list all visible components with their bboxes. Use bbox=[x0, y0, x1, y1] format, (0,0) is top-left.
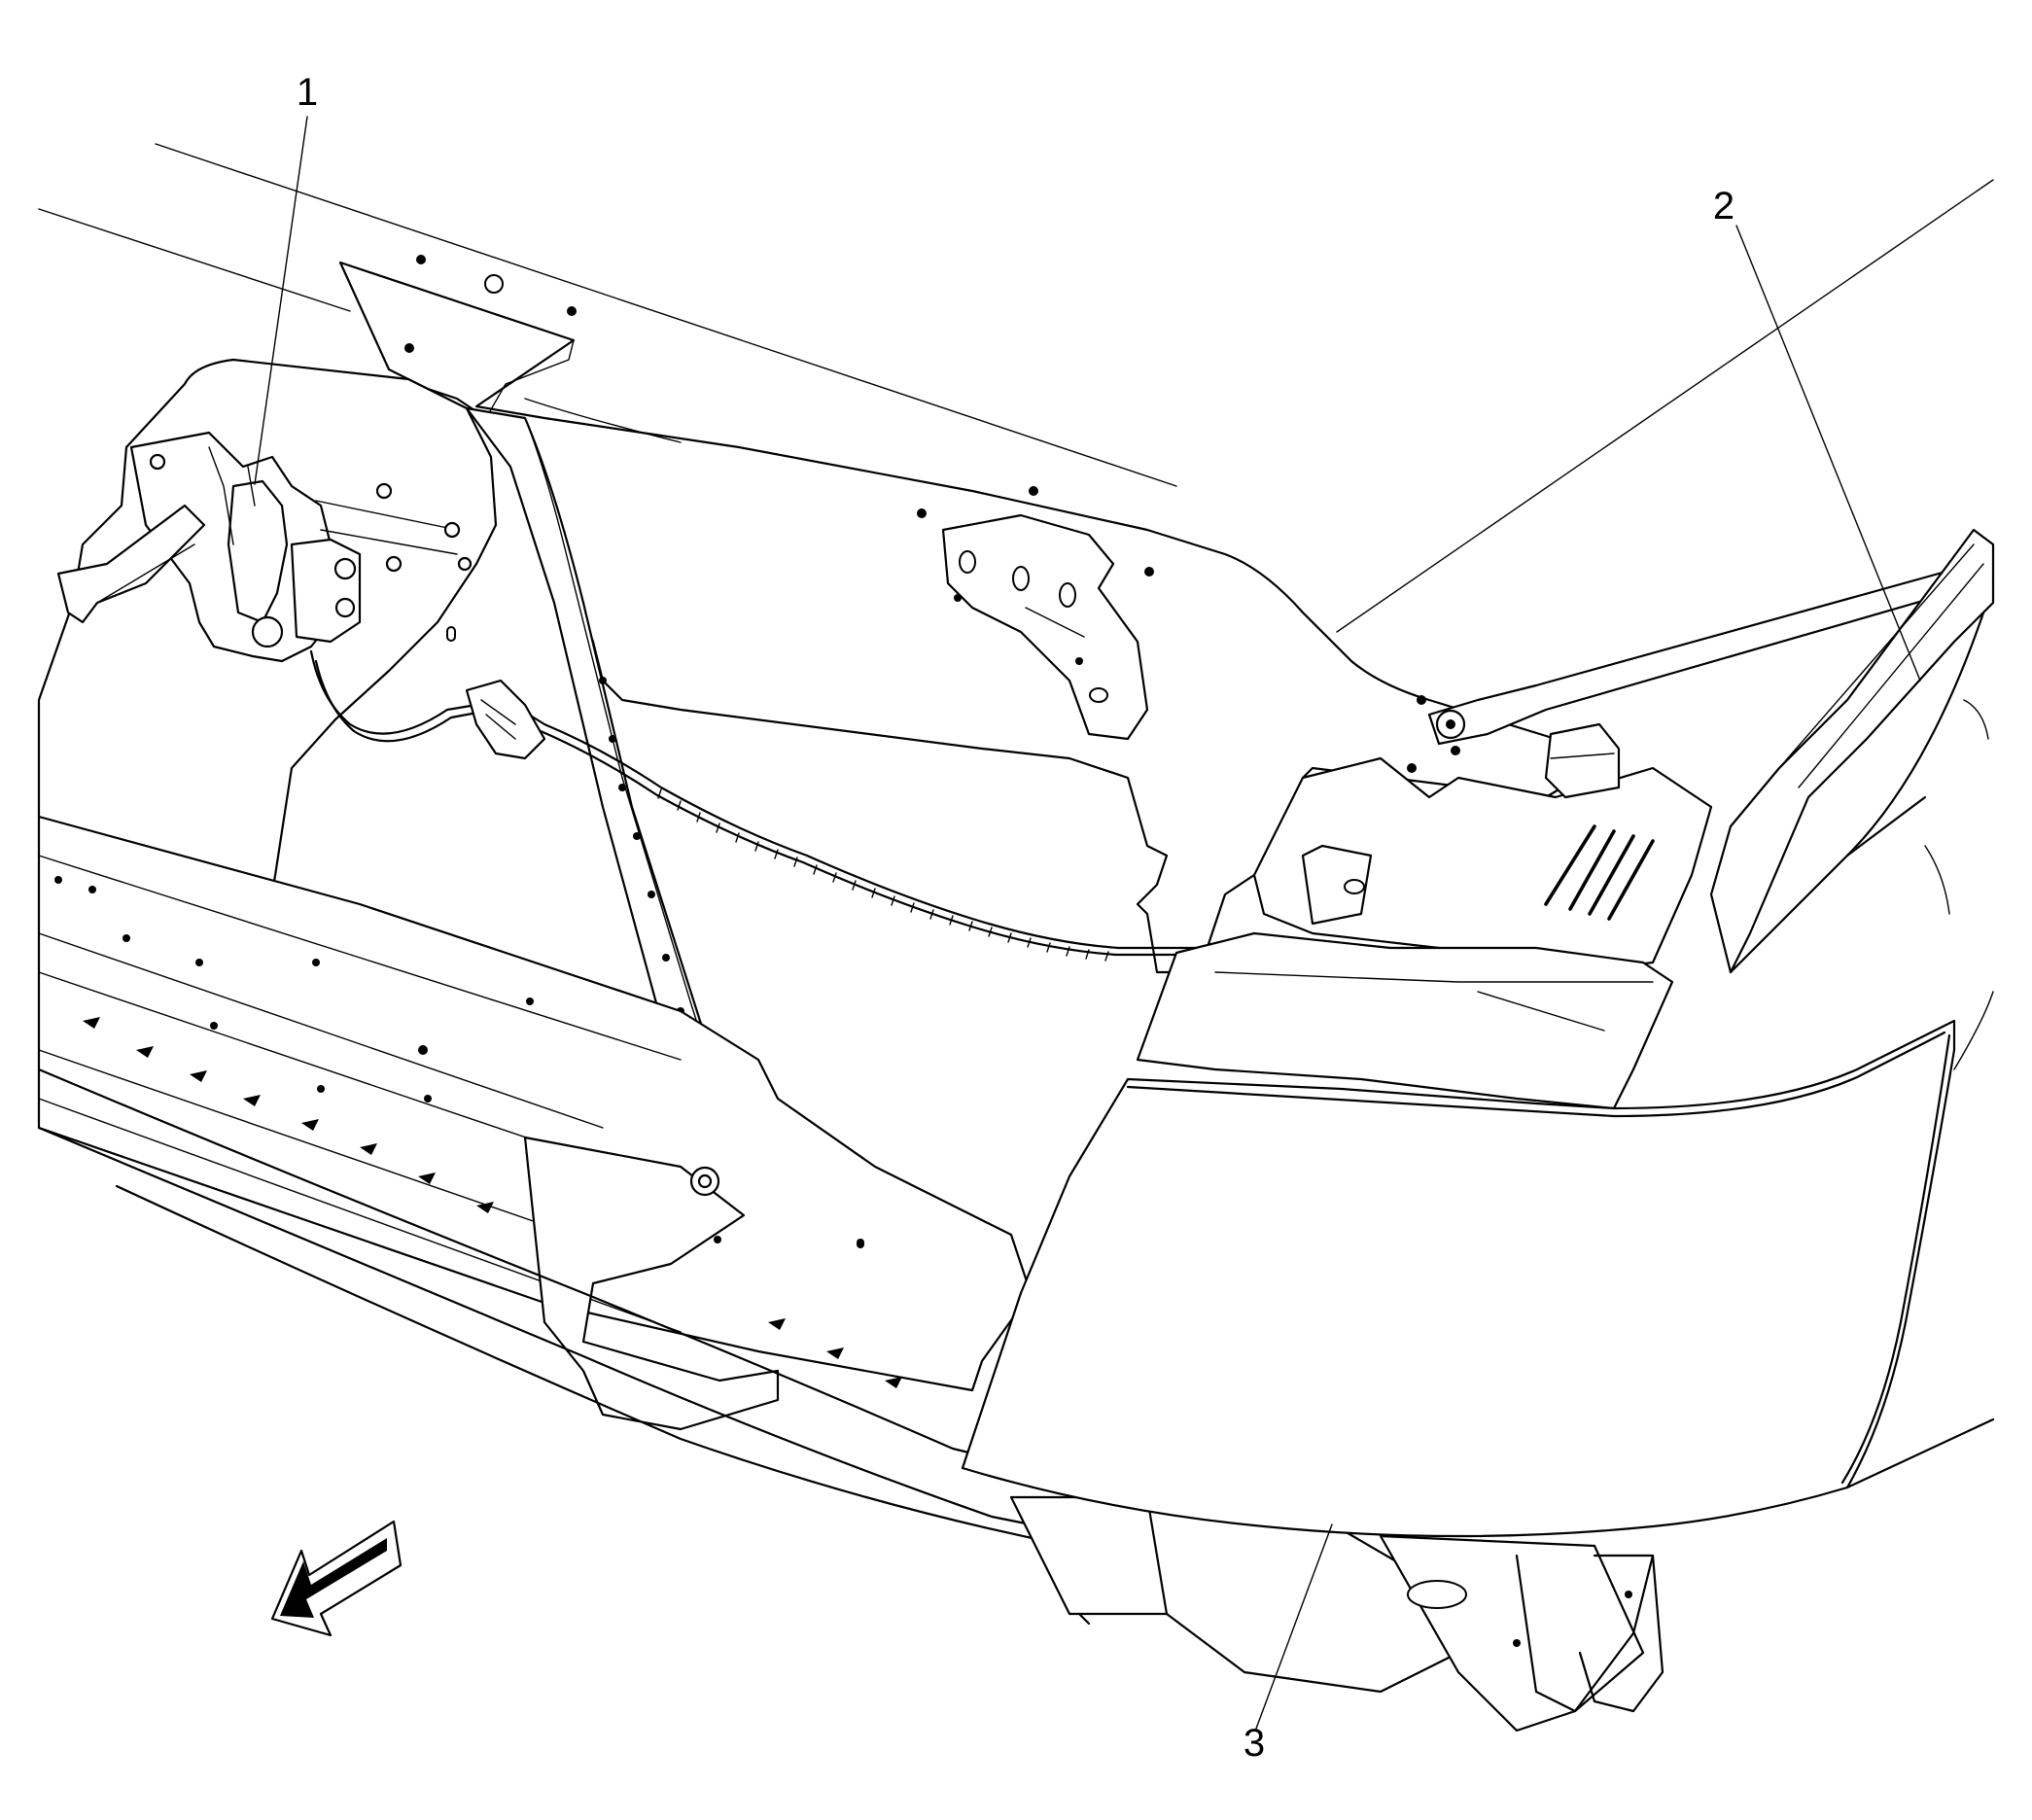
leader-line-3 bbox=[1255, 1523, 1333, 1730]
callout-1: 1 bbox=[297, 71, 318, 114]
forward-arrow-icon bbox=[270, 1520, 403, 1637]
leader-lines bbox=[254, 116, 1921, 1730]
callout-3: 3 bbox=[1244, 1722, 1265, 1765]
callout-2: 2 bbox=[1713, 185, 1734, 228]
leader-line-2 bbox=[1735, 225, 1921, 682]
bumper-lower bbox=[37, 1068, 1664, 1732]
headlamp-housing bbox=[961, 528, 1995, 1538]
hood-outline bbox=[38, 143, 1994, 633]
bracket-plate bbox=[941, 513, 1149, 741]
leader-line-1 bbox=[254, 116, 308, 485]
hood-latch bbox=[56, 431, 473, 663]
radiator-support-lower bbox=[37, 815, 1061, 1431]
wiring-harness bbox=[309, 649, 1258, 962]
callout-numbers: 1 2 3 bbox=[297, 71, 1734, 1765]
radiator-support-upper bbox=[338, 255, 1596, 974]
